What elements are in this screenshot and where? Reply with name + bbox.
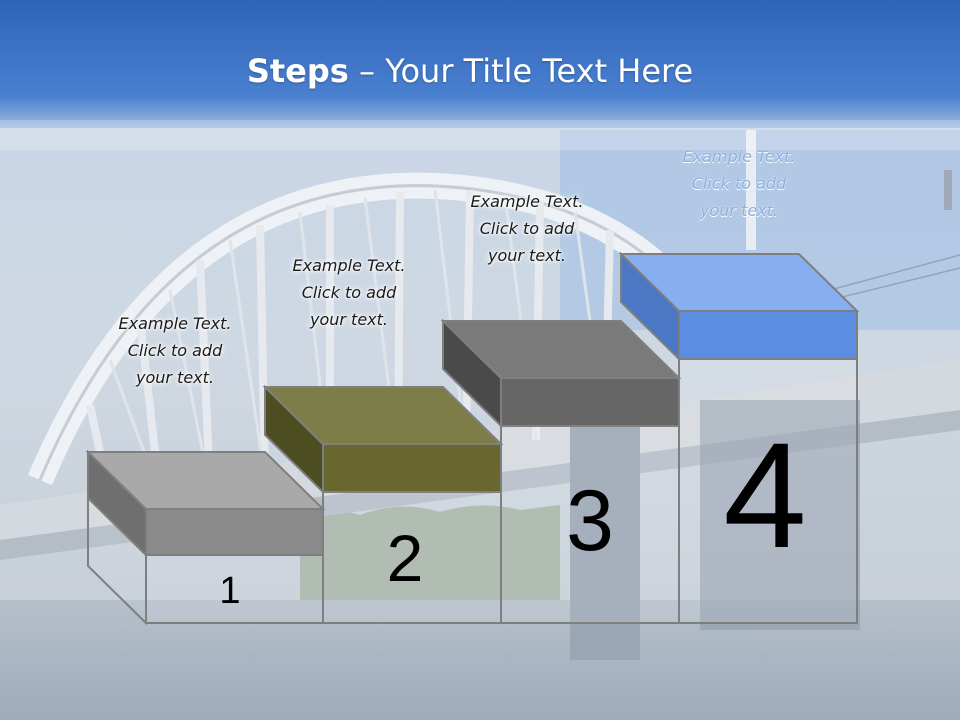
- step-1-number: 1: [219, 570, 241, 612]
- step-1-caption-line: your text.: [135, 368, 214, 387]
- step-3-caption-line: your text.: [487, 246, 566, 265]
- step-3-caption-line: Click to add: [479, 219, 575, 238]
- step-4-column: [678, 358, 858, 624]
- step-4-number: 4: [723, 411, 807, 579]
- step-3-number: 3: [566, 473, 614, 569]
- step-2-column: [322, 491, 502, 624]
- step-3-column: [500, 425, 680, 624]
- step-2-caption-line: Click to add: [301, 283, 397, 302]
- step-2-caption[interactable]: Example Text. Click to add your text.: [264, 252, 434, 333]
- step-4-caption-line: Example Text.: [682, 147, 796, 166]
- title-rest-text: – Your Title Text Here: [348, 52, 694, 90]
- step-1-caption-line: Example Text.: [118, 314, 232, 333]
- step-1-block-front: [145, 508, 324, 556]
- step-2-number: 2: [386, 521, 424, 595]
- step-3-caption[interactable]: Example Text. Click to add your text.: [442, 188, 612, 269]
- step-3-caption-line: Example Text.: [470, 192, 584, 211]
- step-4-caption[interactable]: Example Text. Click to add your text.: [654, 143, 824, 224]
- step-4-caption-line: Click to add: [691, 174, 787, 193]
- step-2-caption-line: Example Text.: [292, 256, 406, 275]
- title-bold-text: Steps: [246, 52, 349, 90]
- step-4-block-front: [678, 310, 858, 360]
- step-4-caption-line: your text.: [699, 201, 778, 220]
- step-2-block-front: [322, 443, 502, 493]
- slide-title[interactable]: Steps – Your Title Text Here: [0, 52, 940, 90]
- step-1-caption-line: Click to add: [127, 341, 223, 360]
- step-1-caption[interactable]: Example Text. Click to add your text.: [90, 310, 260, 391]
- step-2-caption-line: your text.: [309, 310, 388, 329]
- step-3-block-front: [500, 377, 680, 427]
